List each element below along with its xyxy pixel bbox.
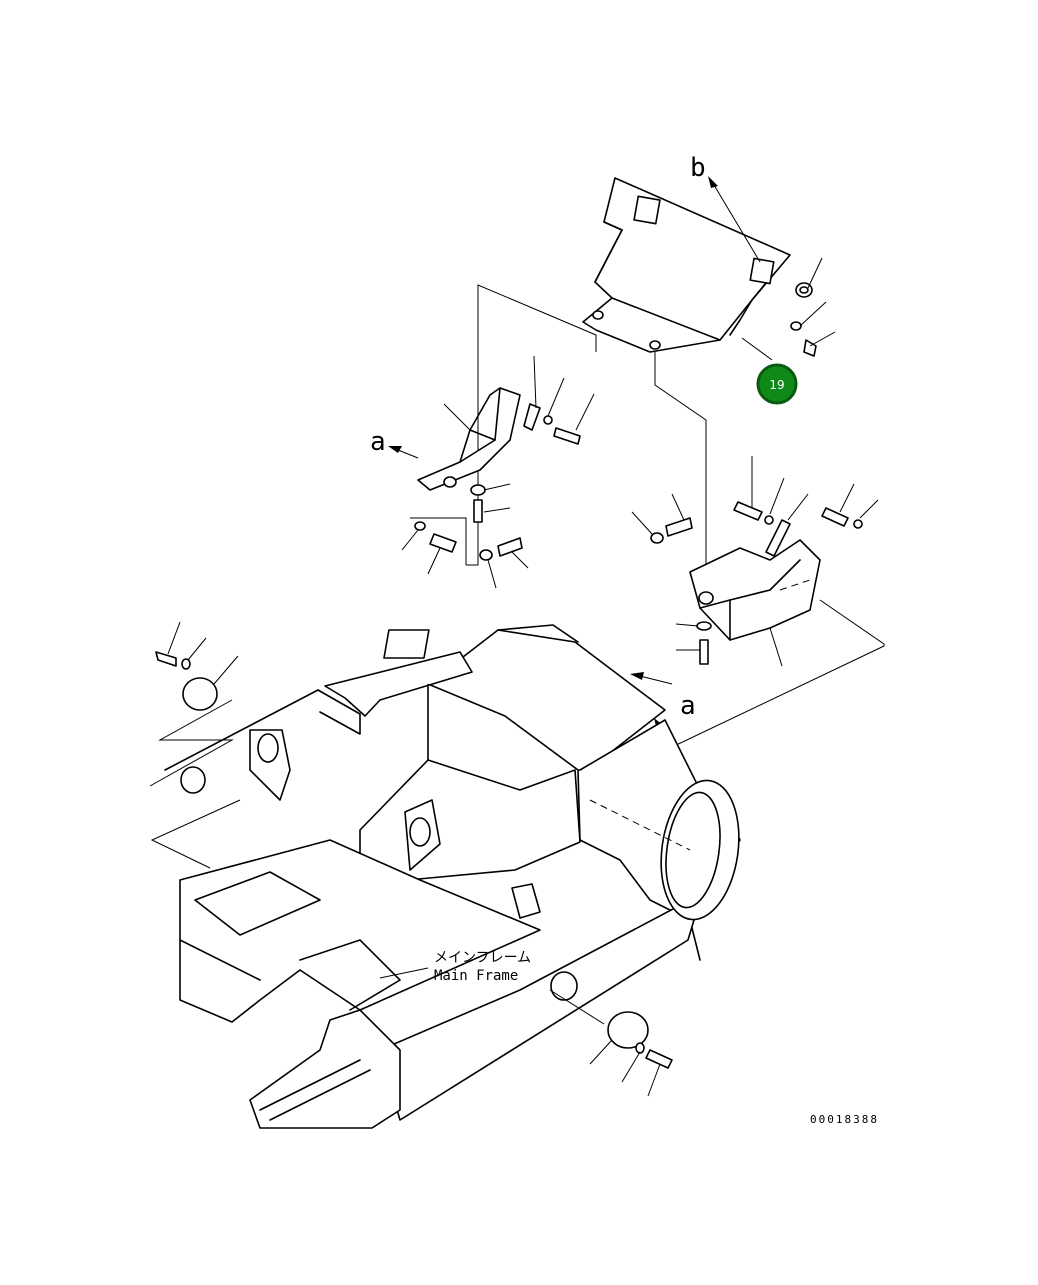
- left-bracket: [417, 355, 595, 491]
- left-bracket-fasteners: [401, 483, 529, 589]
- right-bracket: [689, 493, 821, 641]
- top-cover-plate: [582, 177, 791, 353]
- ref-label-a-left: a: [370, 427, 386, 457]
- ref-arrow-a-right: a: [630, 672, 696, 721]
- callout-19-label: 19: [769, 378, 784, 392]
- drawing-number: 00018388: [810, 1113, 879, 1126]
- top-plate-fasteners: [790, 257, 836, 357]
- main-frame-label: メインフレーム Main Frame: [379, 950, 531, 984]
- ref-label-b-top: b: [690, 153, 706, 183]
- upper-left-cover: [149, 621, 241, 869]
- top-plate-leaders: [466, 284, 773, 605]
- main-frame-label-en: Main Frame: [434, 968, 518, 984]
- main-frame: [164, 624, 741, 1129]
- callout-19[interactable]: 19: [756, 363, 798, 405]
- ref-label-a-right: a: [680, 691, 696, 721]
- main-frame-label-jp: メインフレーム: [434, 950, 531, 966]
- right-bracket-fasteners: [631, 456, 885, 749]
- ref-arrow-b-top: b: [690, 153, 761, 263]
- ref-arrow-a-left: a: [370, 427, 419, 459]
